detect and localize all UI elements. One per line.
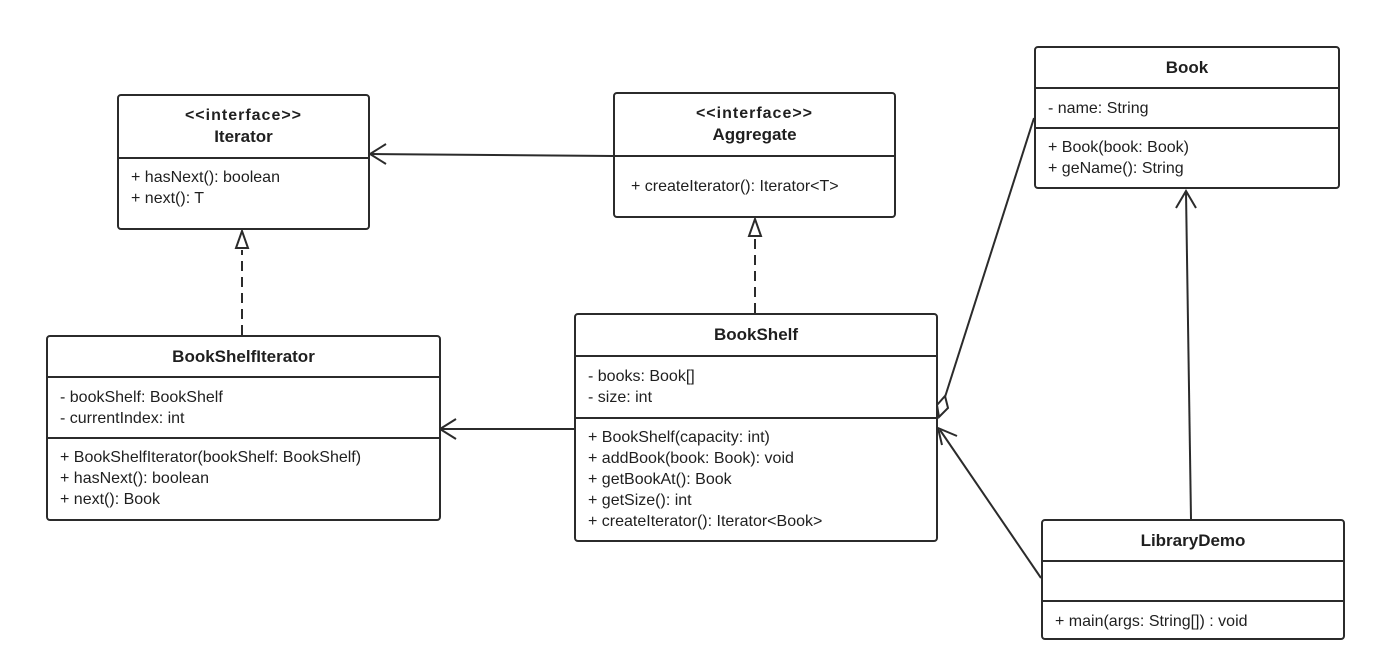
class-name: BookShelf — [713, 325, 799, 344]
operation: + hasNext(): boolean — [60, 470, 209, 487]
class-header: BookShelfIterator — [48, 337, 439, 378]
class-iterator[interactable]: <<interface>> Iterator + hasNext(): bool… — [117, 94, 370, 230]
librarydemo-book-association[interactable] — [1185, 191, 1192, 520]
class-book[interactable]: Book - name: String + Book(book: Book) +… — [1034, 46, 1340, 189]
class-name: Book — [1165, 57, 1209, 77]
aggregate-iterator-association[interactable] — [371, 153, 614, 157]
class-header: <<interface>> Aggregate — [615, 94, 894, 157]
class-bookshelf[interactable]: BookShelf - books: Book[] - size: int + … — [574, 313, 938, 542]
attribute: - currentIndex: int — [60, 410, 185, 427]
operation: + BookShelf(capacity: int) — [588, 429, 770, 446]
attribute: - books: Book[] — [588, 368, 695, 385]
operation: + main(args: String[]) : void — [1055, 613, 1248, 630]
class-header: LibraryDemo — [1043, 521, 1343, 562]
operation: + next(): T — [131, 190, 205, 207]
class-name: Aggregate — [712, 124, 797, 144]
class-name: BookShelfIterator — [172, 346, 315, 366]
iterator-realization-arrowhead — [234, 227, 250, 249]
class-header: BookShelf — [576, 315, 936, 357]
operations-section: + BookShelfIterator(bookShelf: BookShelf… — [48, 439, 439, 510]
operation: + geName(): String — [1048, 160, 1184, 177]
attributes-section — [1043, 562, 1343, 602]
class-name: Iterator — [214, 126, 273, 146]
operations-section: + BookShelf(capacity: int) + addBook(boo… — [576, 419, 936, 532]
operation: + Book(book: Book) — [1048, 139, 1189, 156]
class-name: LibraryDemo — [1140, 530, 1246, 550]
class-bookshelf-iterator[interactable]: BookShelfIterator - bookShelf: BookShelf… — [46, 335, 441, 521]
aggregation-diamond — [935, 393, 950, 420]
librarydemo-bookshelf-association[interactable] — [939, 429, 1042, 579]
class-aggregate[interactable]: <<interface>> Aggregate + createIterator… — [613, 92, 896, 218]
attributes-section: - books: Book[] - size: int — [576, 357, 936, 419]
librarydemo-bookshelf-arrowhead — [936, 426, 958, 446]
attribute: - bookShelf: BookShelf — [60, 389, 223, 406]
operations-section: + hasNext(): boolean + next(): T — [119, 159, 368, 209]
aggregate-realization-arrowhead — [747, 215, 763, 237]
attribute: - size: int — [588, 389, 653, 406]
operation: + addBook(book: Book): void — [588, 450, 794, 467]
operations-section: + Book(book: Book) + geName(): String — [1036, 129, 1338, 179]
attributes-section: - name: String — [1036, 89, 1338, 129]
operation: + hasNext(): boolean — [131, 169, 280, 186]
operation: + createIterator(): Iterator<T> — [631, 178, 839, 195]
operation: + next(): Book — [60, 491, 161, 508]
attributes-section: - bookShelf: BookShelf - currentIndex: i… — [48, 378, 439, 439]
operation: + createIterator(): Iterator<Book> — [588, 513, 823, 530]
bookshelf-book-aggregation[interactable] — [944, 117, 1035, 398]
operations-section: + main(args: String[]) : void — [1043, 602, 1343, 632]
class-header: Book — [1036, 48, 1338, 89]
operations-section: + createIterator(): Iterator<T> — [615, 157, 894, 197]
attribute: - name: String — [1048, 100, 1149, 117]
aggregate-iterator-arrowhead — [368, 143, 387, 165]
operation: + getBookAt(): Book — [588, 471, 732, 488]
operation: + BookShelfIterator(bookShelf: BookShelf… — [60, 449, 362, 466]
operation: + getSize(): int — [588, 492, 692, 509]
class-header: <<interface>> Iterator — [119, 96, 368, 159]
class-library-demo[interactable]: LibraryDemo + main(args: String[]) : voi… — [1041, 519, 1345, 640]
stereotype-label: <<interface>> — [695, 104, 814, 122]
bsiterator-association-arrowhead — [438, 418, 457, 440]
stereotype-label: <<interface>> — [184, 106, 303, 124]
librarydemo-book-arrowhead — [1175, 189, 1197, 209]
